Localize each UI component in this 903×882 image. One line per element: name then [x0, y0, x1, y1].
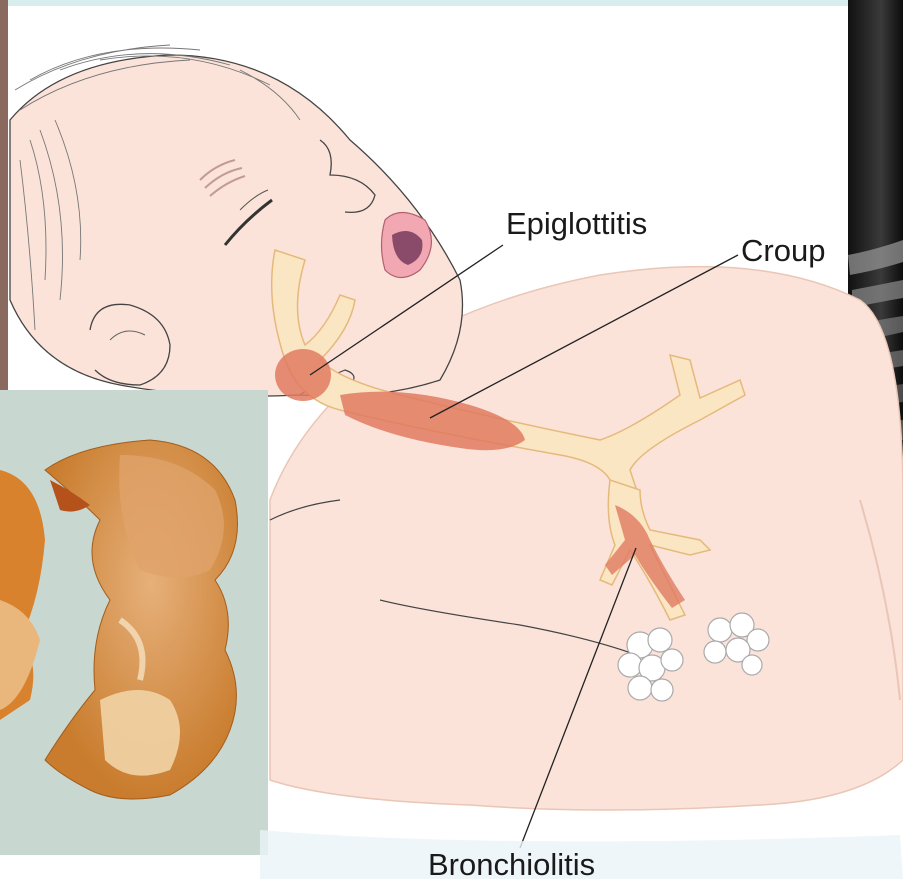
- left-photo-strip: [0, 0, 8, 450]
- bronchiolitis-label: Bronchiolitis: [428, 849, 595, 880]
- specimen-photo: [0, 390, 268, 855]
- epiglottitis-region: [275, 349, 331, 401]
- top-band: [0, 0, 850, 6]
- croup-label: Croup: [741, 235, 825, 266]
- epiglottitis-label: Epiglottitis: [506, 208, 647, 239]
